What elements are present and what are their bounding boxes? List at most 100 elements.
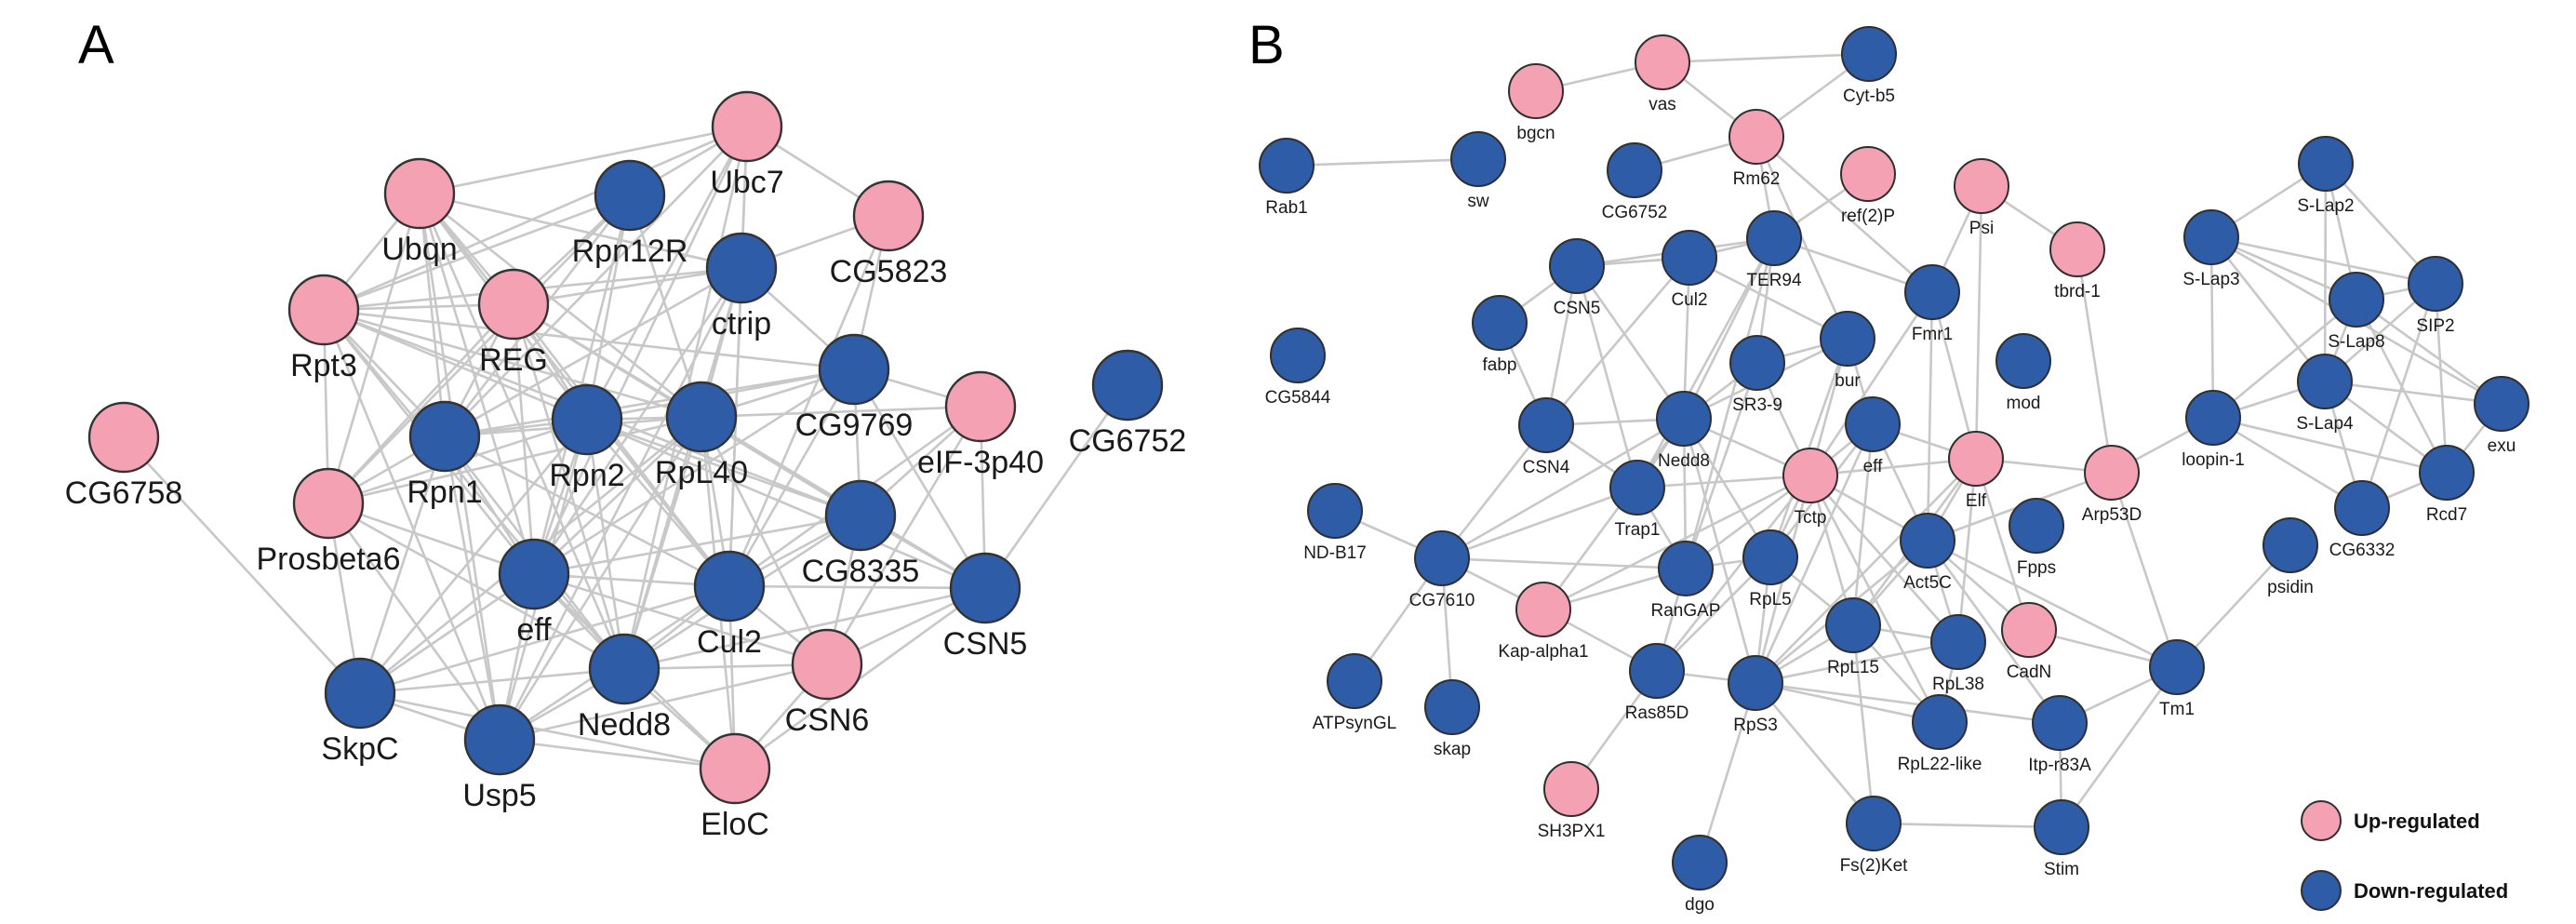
node-label-sh3px1: SH3PX1 — [1538, 822, 1606, 841]
node-rpn2: Rpn2 — [549, 383, 625, 493]
node-rm62: Rm62 — [1728, 109, 1784, 189]
node-label-atpsyngl: ATPsynGL — [1313, 714, 1396, 733]
node-label-cg7610: CG7610 — [1409, 591, 1475, 610]
up-regulated-node-marker — [87, 401, 160, 474]
node-label-fmr1: Fmr1 — [1912, 325, 1953, 344]
node-label-cg6332: CG6332 — [2329, 541, 2396, 560]
edge-rpn2-csn5 — [586, 418, 986, 590]
node-label-cadn: CadN — [2007, 663, 2052, 682]
node-label-reg: REG — [479, 342, 548, 378]
node-nedd8: Nedd8 — [578, 633, 671, 743]
edge-cul2-csn5 — [728, 584, 986, 590]
edge-tctp-ras85d — [1655, 475, 1812, 672]
edge-cul2-skpc — [359, 584, 730, 695]
down-regulated-node-marker — [1662, 230, 1717, 286]
down-regulated-node-marker — [1658, 541, 1714, 596]
edge-s-lap2-s-lap4 — [2323, 163, 2328, 382]
down-regulated-node-marker — [2474, 376, 2529, 432]
down-regulated-node-marker — [498, 538, 570, 610]
node-trap1: Trap1 — [1609, 460, 1665, 540]
edge-rpn1-cg9769 — [444, 368, 855, 438]
edge-trap1-cg7610 — [1441, 486, 1638, 560]
node-cg6752: CG6752 — [1602, 142, 1667, 222]
edge-ctrip-usp5 — [498, 267, 743, 741]
up-regulated-node-marker — [1840, 146, 1896, 202]
node-ref-2-p: ref(2)P — [1840, 146, 1896, 226]
down-regulated-node-marker — [1414, 530, 1470, 586]
down-regulated-node-marker — [1820, 311, 1875, 367]
edge-s-lap3-loopin-1 — [2209, 236, 2215, 419]
edge-fmr1-tctp — [1809, 291, 1934, 476]
down-regulated-node-marker — [551, 383, 623, 456]
node-label-rpl40: RpL40 — [655, 455, 748, 490]
node-label-s-lap2: S-Lap2 — [2297, 196, 2354, 216]
edge-cul2-bur — [1688, 256, 1849, 341]
legend-up-regulated-label: Up-regulated — [2354, 810, 2480, 833]
edge-rpn2-cg8335 — [586, 418, 861, 517]
node-rpl5: RpL5 — [1742, 529, 1798, 609]
edge-rpl40-csn6 — [700, 416, 829, 665]
up-regulated-node-marker — [1948, 431, 2004, 487]
node-csn5: CSN5 — [943, 552, 1027, 662]
up-regulated-node-marker — [1515, 582, 1571, 637]
up-regulated-node-marker — [477, 268, 550, 341]
edge-rpn2-nedd8 — [585, 419, 626, 670]
edge-csn4-cg7610 — [1440, 424, 1548, 559]
node-label-ter94: TER94 — [1746, 271, 1802, 290]
down-regulated-node-marker — [2034, 799, 2089, 855]
edge-ubqn-rpn1 — [418, 193, 447, 437]
node-label-nedd8: Nedd8 — [578, 707, 671, 743]
down-regulated-node-marker — [1549, 238, 1605, 294]
legend: Up-regulated Down-regulated — [2274, 780, 2555, 921]
edge-cg7610-rangap — [1441, 556, 1687, 570]
down-regulated-node-marker — [1904, 264, 1960, 320]
node-label-bur: bur — [1835, 371, 1861, 391]
edge-tctp-trap1 — [1636, 474, 1811, 489]
node-cg7610: CG7610 — [1409, 530, 1475, 610]
down-regulated-node-marker — [1841, 26, 1897, 82]
node-label-rcd7: Rcd7 — [2426, 505, 2467, 525]
edge-s-lap3-sip2 — [2210, 235, 2436, 286]
edge-ubc7-rpt3 — [323, 125, 748, 312]
node-label-s-lap8: S-Lap8 — [2328, 332, 2384, 352]
down-regulated-node-marker — [1607, 142, 1662, 198]
edge-rps3-itp-r83a — [1755, 681, 2061, 725]
edge-rab1-sw — [1286, 157, 1479, 167]
node-label-act5c: Act5C — [1903, 573, 1952, 593]
node-csn5: CSN5 — [1549, 238, 1605, 318]
node-label-fpps: Fpps — [2017, 558, 2056, 578]
node-ras85d: Ras85D — [1625, 643, 1689, 723]
node-itp-r83a: Itp-r83A — [2028, 695, 2091, 775]
edge-nedd8-rps3 — [1682, 418, 1757, 684]
down-regulated-node-marker — [1912, 694, 1968, 750]
node-label-loopin-1: loopin-1 — [2182, 450, 2245, 470]
node-rpn1: Rpn1 — [407, 400, 483, 510]
node-label-cg6758: CG6758 — [65, 475, 183, 511]
node-sip2: SIP2 — [2408, 256, 2463, 336]
node-ubc7: Ubc7 — [710, 90, 784, 200]
down-regulated-node-marker — [1846, 796, 1902, 851]
node-label-rpl22-like: RpL22-like — [1898, 755, 1982, 774]
node-cg8335: CG8335 — [802, 479, 920, 589]
edge-rpt3-rpl40 — [323, 308, 702, 419]
node-label-cg8335: CG8335 — [802, 554, 920, 589]
node-label-ras85d: Ras85D — [1625, 703, 1689, 723]
node-nd-b17: ND-B17 — [1303, 483, 1367, 563]
node-rpl40: RpL40 — [655, 381, 748, 490]
node-label-vas: vas — [1648, 95, 1676, 114]
node-skpc: SkpC — [321, 657, 399, 767]
edge-s-lap8-loopin-1 — [2212, 298, 2357, 420]
down-regulated-node-marker — [1728, 655, 1783, 711]
node-exu: exu — [2474, 376, 2529, 456]
node-kap-alpha1: Kap-alpha1 — [1498, 582, 1589, 662]
panel-b-label: B — [1248, 15, 1285, 75]
edge-elf-rpl38 — [1956, 458, 1978, 643]
down-regulated-node-marker — [1307, 483, 1363, 539]
edge-rpt3-usp5 — [322, 309, 501, 741]
node-label-prosbeta6: Prosbeta6 — [257, 542, 401, 577]
node-label-kap-alpha1: Kap-alpha1 — [1498, 642, 1588, 662]
node-psidin: psidin — [2262, 517, 2318, 597]
edge-rpn1-cul2 — [444, 435, 730, 588]
edge-loopin-1-rcd7 — [2212, 416, 2448, 475]
node-label-tm1: Tm1 — [2159, 700, 2195, 719]
